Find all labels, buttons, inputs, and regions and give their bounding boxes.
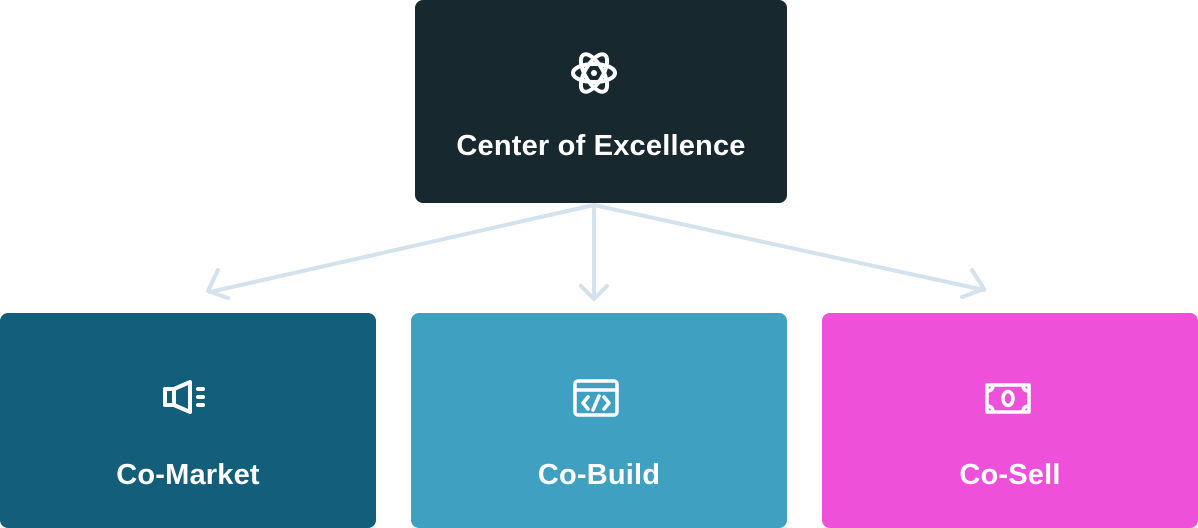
co-sell-box: Co-Sell — [822, 313, 1198, 528]
arrow-to-co-sell — [592, 203, 986, 292]
co-sell-label: Co-Sell — [959, 459, 1061, 491]
code-window-icon — [573, 379, 623, 419]
center-of-excellence-label: Center of Excellence — [456, 130, 746, 162]
co-market-label: Co-Market — [116, 459, 260, 491]
co-build-box: Co-Build — [411, 313, 787, 528]
money-bill-icon — [984, 379, 1034, 419]
center-of-excellence-box: Center of Excellence — [415, 0, 787, 203]
megaphone-icon — [162, 379, 212, 419]
atom-icon — [571, 48, 621, 98]
co-market-box: Co-Market — [0, 313, 376, 528]
co-build-label: Co-Build — [537, 459, 661, 491]
arrow-to-co-market — [208, 203, 596, 294]
